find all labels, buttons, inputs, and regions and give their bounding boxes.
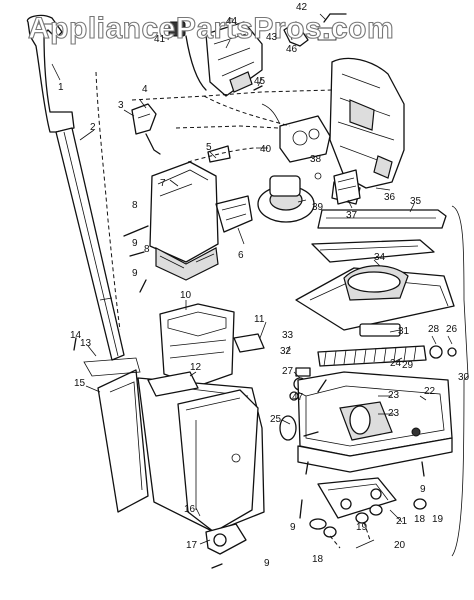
callout-30: 30 [458, 372, 470, 383]
callout-26: 26 [446, 324, 458, 335]
callout-23b: 23 [388, 408, 400, 419]
callout-42: 42 [296, 2, 308, 13]
callout-19b: 19 [432, 514, 444, 525]
callout-33: 33 [282, 330, 294, 341]
callout-9d: 9 [290, 522, 296, 533]
callout-5: 5 [206, 142, 212, 153]
callout-labels: 1 2 3 4 5 6 7 8 8 9 9 9 9 9 10 11 12 13 … [58, 2, 470, 569]
callout-2: 2 [90, 122, 96, 133]
nozzle-hood [295, 209, 455, 337]
group-bracket [451, 205, 469, 557]
motor-assembly [207, 115, 331, 233]
callout-34: 34 [374, 252, 386, 263]
callout-12: 12 [190, 362, 202, 373]
top-latch-assembly [168, 13, 347, 97]
callout-13: 13 [80, 338, 92, 349]
callout-6: 6 [238, 250, 244, 261]
callout-27: 27 [282, 366, 294, 377]
callout-4: 4 [142, 84, 148, 95]
callout-41: 41 [154, 34, 166, 45]
motor-housing [329, 57, 405, 205]
foot-pedal [205, 523, 247, 555]
brush-roll [279, 345, 457, 441]
callout-38: 38 [310, 154, 322, 165]
callout-19a: 19 [356, 522, 368, 533]
callout-24: 24 [390, 358, 402, 369]
callout-1: 1 [58, 82, 64, 93]
callout-16: 16 [184, 504, 196, 515]
dirt-cup [159, 303, 265, 387]
callout-8a: 8 [132, 200, 138, 211]
small-brackets [131, 103, 361, 205]
leader-lines [51, 13, 453, 549]
callout-31: 31 [398, 326, 410, 337]
watermark-text: AppliancePartsPros.com [28, 12, 394, 45]
callout-9c: 9 [264, 558, 270, 569]
callout-8b: 8 [144, 244, 150, 255]
callout-32: 32 [280, 346, 292, 357]
callout-35: 35 [410, 196, 422, 207]
callout-10: 10 [180, 290, 192, 301]
callout-45: 45 [254, 76, 266, 87]
callout-28: 28 [428, 324, 440, 335]
callout-25: 25 [270, 414, 282, 425]
switch-housing [149, 161, 219, 281]
callout-20: 20 [394, 540, 406, 551]
callout-23a: 23 [388, 390, 400, 401]
callout-29: 29 [402, 360, 414, 371]
wiring-leads [95, 35, 333, 331]
callout-47: 47 [292, 392, 304, 403]
callout-9a: 9 [132, 238, 138, 249]
callout-44: 44 [226, 16, 238, 27]
nozzle-base [297, 371, 453, 473]
callout-37: 37 [346, 210, 358, 221]
callout-17: 17 [186, 540, 198, 551]
callout-36: 36 [384, 192, 396, 203]
callout-9e: 9 [420, 484, 426, 495]
callout-21: 21 [396, 516, 408, 527]
callout-46: 46 [286, 44, 298, 55]
callout-11: 11 [254, 314, 265, 325]
callout-14: 14 [70, 330, 82, 341]
callout-18b: 18 [414, 514, 426, 525]
base-plate-wheels [309, 477, 427, 549]
handle-assembly [26, 14, 125, 361]
callout-7: 7 [160, 178, 166, 189]
screws [73, 85, 425, 569]
callout-15: 15 [74, 378, 86, 389]
callout-18a: 18 [312, 554, 324, 565]
callout-3: 3 [118, 100, 124, 111]
bag-housing [83, 357, 265, 533]
callout-39: 39 [312, 202, 324, 213]
callout-43: 43 [266, 32, 278, 43]
callout-9b: 9 [132, 268, 138, 279]
callout-40: 40 [260, 144, 272, 155]
callout-22: 22 [424, 386, 436, 397]
